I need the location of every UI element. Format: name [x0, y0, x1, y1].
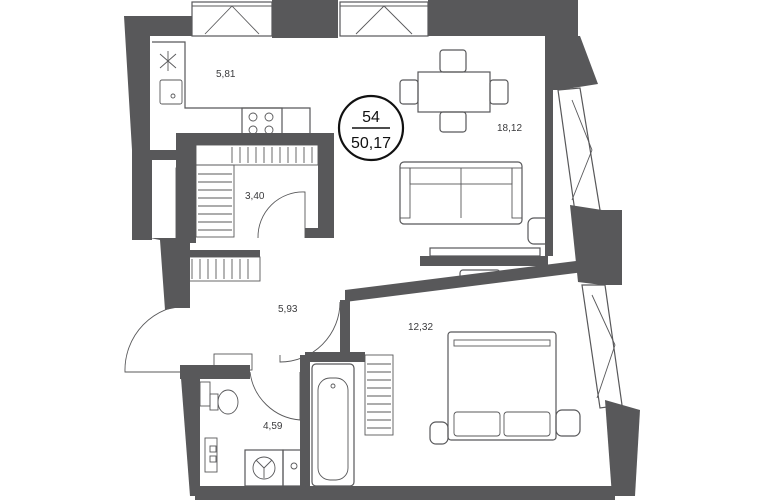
bath-shelf	[213, 353, 253, 371]
wardrobe-hatching	[175, 144, 394, 436]
kitchen-furniture	[152, 41, 311, 145]
area-wardrobe: 3,40	[245, 191, 265, 202]
bedroom-wardrobe	[364, 354, 394, 436]
door-bathroom	[249, 371, 301, 421]
window-kitchen	[191, 1, 273, 37]
tv	[459, 269, 501, 281]
wall-bottom	[195, 486, 615, 500]
bathroom-fixtures	[199, 353, 355, 487]
badge-total-area: 54	[362, 109, 380, 126]
wall-right-upper	[545, 36, 553, 256]
doors	[124, 191, 341, 421]
door-bedroom	[279, 301, 341, 363]
wall-right-lower	[605, 400, 640, 496]
walls	[124, 0, 640, 500]
pillow-right	[503, 411, 551, 437]
living-furniture	[399, 161, 551, 281]
door-wardrobe	[257, 191, 306, 239]
wardrobe-shelf-top	[195, 144, 319, 166]
washbasin	[282, 449, 306, 487]
wall-kitchen-bottom	[150, 150, 184, 160]
armchair	[527, 217, 551, 245]
area-badge: 54 50,17	[337, 94, 405, 162]
chair-bottom	[439, 111, 467, 133]
wall-top-center	[272, 0, 338, 38]
pillow-left	[453, 411, 501, 437]
stove	[241, 107, 283, 139]
drain-icon	[170, 93, 176, 99]
nightstand-right	[555, 409, 581, 437]
bedroom-furniture	[429, 331, 581, 445]
windows	[191, 1, 623, 409]
double-bed	[447, 331, 557, 441]
window-living-right	[557, 87, 601, 213]
radiator	[204, 437, 218, 473]
wall-hall-right	[340, 300, 350, 360]
wall-right-top	[545, 36, 598, 90]
wall-wardrobe-top	[176, 133, 320, 145]
wall-bath-divider	[300, 355, 310, 490]
window-bedroom	[581, 284, 623, 409]
dining-set	[399, 49, 509, 133]
tv-stand	[429, 247, 541, 257]
wall-tv-ledge	[420, 256, 548, 266]
area-kitchen: 5,81	[216, 69, 236, 80]
wall-top-a	[190, 16, 192, 36]
chair-left	[399, 79, 419, 105]
kitchen-counter	[152, 41, 311, 145]
wall-bath-top-left	[180, 365, 250, 379]
wall-wardrobe-right	[318, 133, 334, 238]
wall-top-left	[124, 16, 190, 150]
area-living-room: 18,12	[497, 123, 522, 134]
wall-left-lower	[180, 365, 200, 496]
chair-top	[439, 49, 467, 73]
wall-top-right	[428, 0, 578, 36]
wall-left-mid-b	[165, 238, 190, 308]
kitchen-sink	[159, 79, 183, 105]
wall-bath-top	[305, 352, 365, 362]
toilet	[217, 389, 239, 415]
wardrobe-shelf-left	[195, 164, 235, 238]
wall-right-mid-b	[600, 210, 622, 285]
wall-hall-shelf	[176, 250, 260, 257]
window-living	[339, 1, 429, 37]
area-bedroom: 12,32	[408, 322, 433, 333]
nightstand-left	[429, 421, 449, 445]
chair-right	[489, 79, 509, 105]
wall-left-upper	[132, 150, 152, 240]
hall-cabinet	[175, 167, 187, 239]
dining-table	[417, 71, 491, 113]
area-hallway: 5,93	[278, 304, 298, 315]
area-bathroom: 4,59	[263, 421, 283, 432]
badge-living-area: 50,17	[351, 135, 391, 152]
bathtub	[311, 363, 355, 487]
wall-wardrobe-bottom	[305, 228, 334, 238]
door-entrance	[124, 304, 191, 373]
hall-shelf	[183, 256, 261, 282]
